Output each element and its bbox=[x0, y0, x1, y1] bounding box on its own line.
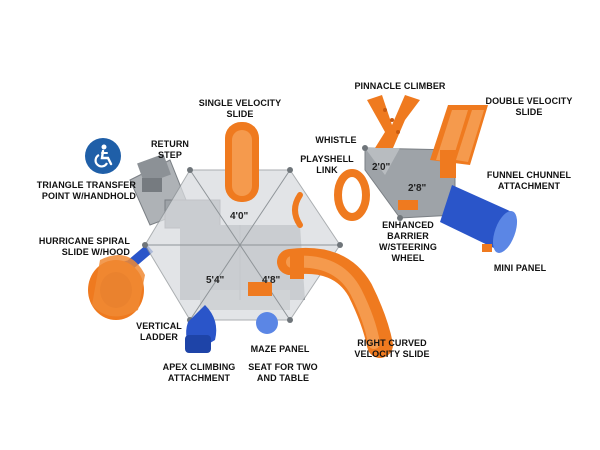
label-maze-panel: MAZE PANEL bbox=[250, 344, 310, 354]
label-whistle: WHISTLE bbox=[315, 135, 357, 145]
orange-panel bbox=[398, 200, 418, 210]
accessibility-icon bbox=[85, 138, 121, 174]
hex-roof bbox=[142, 167, 343, 323]
label-double-velocity-slide: DOUBLE VELOCITY SLIDE bbox=[485, 96, 573, 117]
playshell-link bbox=[292, 169, 370, 228]
label-right-curved: RIGHT CURVED VELOCITY SLIDE bbox=[354, 338, 430, 359]
right-curved-velocity-slide bbox=[277, 247, 393, 358]
dim-deck-left: 5'4" bbox=[206, 275, 225, 286]
label-apex-climbing: APEX CLIMBING ATTACHMENT bbox=[162, 362, 236, 383]
label-enhanced-barrier: ENHANCED BARRIER W/STEERING WHEEL bbox=[378, 220, 437, 263]
dim-tower-bottom: 2'8" bbox=[408, 183, 427, 194]
single-velocity-slide bbox=[225, 122, 259, 202]
mini-panel bbox=[482, 244, 492, 252]
orange-panel bbox=[290, 255, 304, 279]
pinnacle-climber bbox=[367, 95, 420, 148]
label-single-velocity-slide: SINGLE VELOCITY SLIDE bbox=[198, 98, 282, 119]
orange-panel bbox=[248, 282, 272, 296]
dim-tower-top: 2'0" bbox=[372, 162, 391, 173]
dim-deck-right: 4'8" bbox=[262, 275, 281, 286]
label-hurricane-spiral: HURRICANE SPIRAL SLIDE W/HOOD bbox=[38, 236, 130, 257]
label-funnel-chunnel: FUNNEL CHUNNEL ATTACHMENT bbox=[486, 170, 572, 191]
label-return-step: RETURN STEP bbox=[150, 139, 190, 160]
label-mini-panel: MINI PANEL bbox=[493, 263, 547, 273]
label-playshell-link: PLAYSHELL LINK bbox=[300, 154, 354, 175]
dim-deck-top: 4'0" bbox=[230, 211, 249, 222]
label-triangle-transfer: TRIANGLE TRANSFER POINT W/HANDHOLD bbox=[36, 180, 136, 201]
label-seat-for-two: SEAT FOR TWO AND TABLE bbox=[248, 362, 318, 383]
apex-climbing-attachment bbox=[185, 305, 217, 353]
hurricane-spiral-slide bbox=[88, 244, 154, 320]
funnel-chunnel-attachment bbox=[440, 185, 518, 253]
enhanced-barrier bbox=[440, 150, 456, 178]
label-vertical-ladder: VERTICAL LADDER bbox=[136, 321, 182, 342]
label-pinnacle-climber: PINNACLE CLIMBER bbox=[354, 81, 446, 91]
seat-for-two-table bbox=[256, 312, 278, 334]
